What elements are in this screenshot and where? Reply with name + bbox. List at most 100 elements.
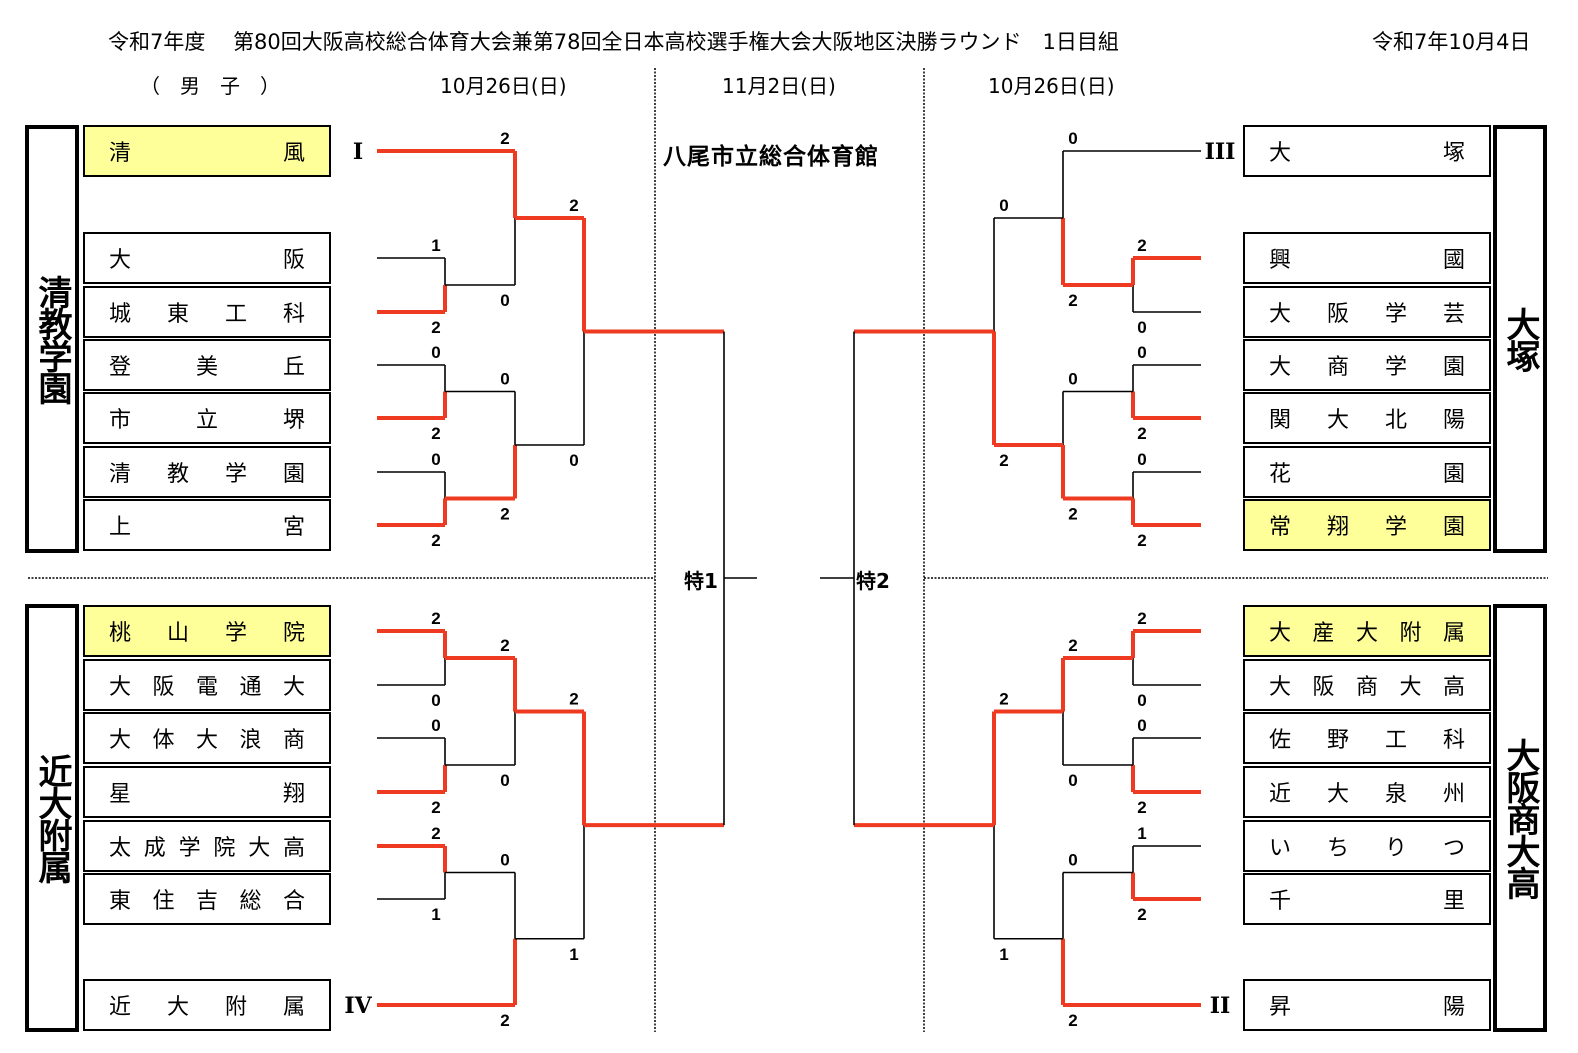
team-entry: 上宮 xyxy=(83,499,331,551)
team-name-char: 大 xyxy=(1326,408,1349,433)
score-label: 2 xyxy=(1068,636,1077,655)
team-name-char: 学 xyxy=(1384,355,1407,380)
team-name-char: 大 xyxy=(109,728,132,753)
score-label: 0 xyxy=(1137,343,1146,362)
team-name-char: 教 xyxy=(166,462,189,487)
group-label: 清教学園 xyxy=(32,275,72,403)
score-label: 0 xyxy=(1137,716,1146,735)
team-name-char: 芸 xyxy=(1442,302,1465,327)
team-name-char: 千 xyxy=(1269,889,1292,914)
division-label: （ 男 子 ） xyxy=(140,74,280,98)
score-label: 1 xyxy=(569,945,578,964)
team-name-char: 通 xyxy=(239,675,262,700)
score-label: 2 xyxy=(1068,291,1077,310)
group-label: 大塚 xyxy=(1500,307,1540,371)
score-label: 0 xyxy=(431,716,440,735)
team-name-char: 市 xyxy=(109,408,132,433)
team-name-char: 成 xyxy=(143,836,166,861)
team-name-char: 商 xyxy=(1326,355,1349,380)
team-entry: 大阪 xyxy=(83,232,331,284)
team-name-char: 泉 xyxy=(1384,782,1407,807)
team-name-char: 院 xyxy=(282,621,305,646)
team-entry: 桃山学院 xyxy=(83,605,331,657)
score-label: 1 xyxy=(999,945,1008,964)
team-name-char: 上 xyxy=(109,515,132,540)
score-label: 1 xyxy=(431,236,440,255)
team-name-char: 園 xyxy=(1442,462,1465,487)
team-entry: 大阪商大高 xyxy=(1243,659,1491,711)
team-name-char: 大 xyxy=(1269,302,1292,327)
seed-mark-III: III xyxy=(1205,139,1236,165)
team-entry: 興國 xyxy=(1243,232,1491,284)
team-entry: 市立堺 xyxy=(83,392,331,444)
team-name-char: 属 xyxy=(1442,621,1465,646)
score-label: 2 xyxy=(431,318,440,337)
team-name-char: 工 xyxy=(224,302,247,327)
team-name-char: 学 xyxy=(178,836,201,861)
score-label: 0 xyxy=(1137,318,1146,337)
team-name-char: 堺 xyxy=(282,408,305,433)
team-name-char: 花 xyxy=(1269,462,1292,487)
team-name-char: 大 xyxy=(282,675,305,700)
score-label: 1 xyxy=(431,905,440,924)
score-label: 2 xyxy=(500,129,509,148)
score-label: 2 xyxy=(569,196,578,215)
team-entry: 清風 xyxy=(83,125,331,177)
team-name-char: 國 xyxy=(1442,248,1465,273)
group-box-top-right: 大塚 xyxy=(1493,125,1547,553)
score-label: 2 xyxy=(999,690,1008,709)
team-name-char: 東 xyxy=(109,889,132,914)
team-entry: 佐野工科 xyxy=(1243,712,1491,764)
team-name-char: 阪 xyxy=(1312,675,1335,700)
team-name-char: 星 xyxy=(109,782,132,807)
score-label: 2 xyxy=(569,690,578,709)
team-name-char: 昇 xyxy=(1269,995,1292,1020)
day-right-label: 10月26日(日) xyxy=(988,74,1115,98)
team-name-char: 風 xyxy=(282,141,305,166)
team-name-char: 住 xyxy=(152,889,175,914)
team-name-char: 科 xyxy=(282,302,305,327)
score-label: 0 xyxy=(431,691,440,710)
team-name-char: 附 xyxy=(224,995,247,1020)
score-label: 2 xyxy=(1068,505,1077,524)
group-label: 大阪商大高 xyxy=(1500,738,1540,898)
team-name-char: 野 xyxy=(1326,728,1349,753)
team-name-char: ち xyxy=(1326,836,1349,861)
team-entry: 大産大附属 xyxy=(1243,605,1491,657)
team-name-char: 近 xyxy=(1269,782,1292,807)
team-name-char: 合 xyxy=(282,889,305,914)
team-name-char: 体 xyxy=(152,728,175,753)
team-entry: 登美丘 xyxy=(83,339,331,391)
team-name-char: 大 xyxy=(1269,355,1292,380)
team-name-char: 高 xyxy=(1442,675,1465,700)
score-label: 0 xyxy=(1068,851,1077,870)
team-name-char: 院 xyxy=(213,836,236,861)
team-name-char: 浪 xyxy=(239,728,262,753)
score-label: 2 xyxy=(431,609,440,628)
team-entry: いちりつ xyxy=(1243,820,1491,872)
team-entry: 大阪電通大 xyxy=(83,659,331,711)
team-name-char: 大 xyxy=(1269,141,1292,166)
team-name-char: 大 xyxy=(109,675,132,700)
team-name-char: 商 xyxy=(1355,675,1378,700)
team-name-char: 科 xyxy=(1442,728,1465,753)
score-label: 2 xyxy=(500,636,509,655)
team-entry: 清教学園 xyxy=(83,446,331,498)
group-box-bottom-left: 近大附属 xyxy=(25,604,79,1032)
team-name-char: 登 xyxy=(109,355,132,380)
team-name-char: 園 xyxy=(1442,355,1465,380)
page-title: 令和7年度 第80回大阪高校総合体育大会兼第78回全日本高校選手権大会大阪地区決… xyxy=(108,30,1119,54)
document-date: 令和7年10月4日 xyxy=(1372,30,1531,54)
score-label: 2 xyxy=(1137,531,1146,550)
score-label: 2 xyxy=(1137,905,1146,924)
team-name-char: 里 xyxy=(1442,889,1465,914)
team-name-char: 工 xyxy=(1384,728,1407,753)
seed-mark-I: I xyxy=(353,139,363,165)
day-left-label: 10月26日(日) xyxy=(440,74,567,98)
team-name-char: 山 xyxy=(166,621,189,646)
score-label: 2 xyxy=(431,824,440,843)
score-label: 2 xyxy=(999,451,1008,470)
score-label: 0 xyxy=(431,450,440,469)
score-label: 0 xyxy=(500,291,509,310)
team-name-char: 学 xyxy=(1384,302,1407,327)
